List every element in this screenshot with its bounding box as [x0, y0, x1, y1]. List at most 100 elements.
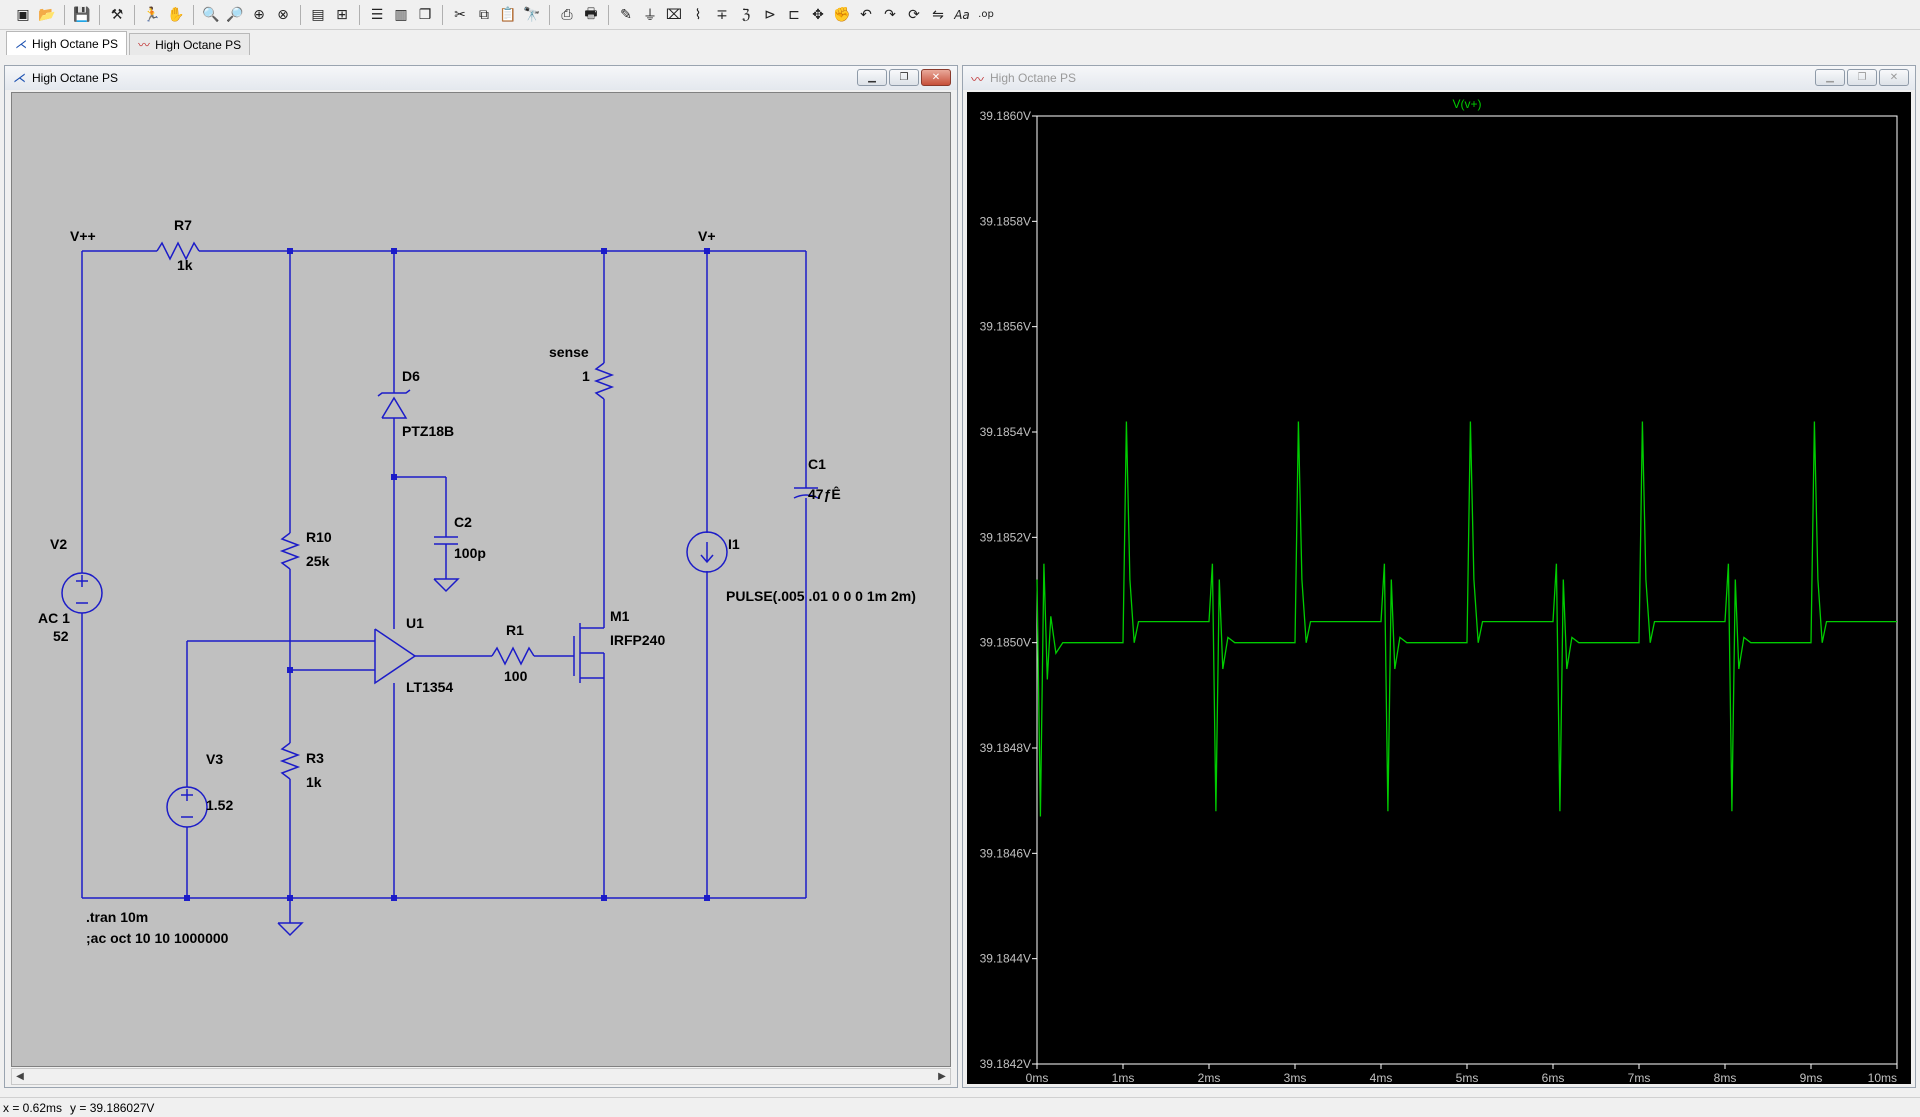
x-tick-label: 9ms — [1800, 1071, 1823, 1084]
close-button[interactable]: ✕ — [921, 69, 951, 86]
print-setup-icon[interactable]: ⎙ — [561, 6, 573, 23]
x-tick-label: 2ms — [1198, 1071, 1221, 1084]
spice-directive-icon[interactable]: .op — [978, 9, 994, 20]
close-button[interactable]: ✕ — [1879, 69, 1909, 86]
schematic-window-titlebar[interactable]: ⋌ High Octane PS ▁ ❐ ✕ — [5, 66, 957, 90]
component-value-r7: 1k — [177, 257, 193, 273]
cascade-icon[interactable]: ❐ — [418, 6, 432, 23]
copy-icon[interactable]: ⧉ — [479, 6, 489, 23]
component-label-r3: R3 — [306, 750, 324, 766]
minimize-button[interactable]: ▁ — [1815, 69, 1845, 86]
tile-horizontal-icon[interactable]: ☰ — [370, 6, 384, 23]
y-tick-label: 39.1852V — [980, 530, 1031, 544]
schematic-canvas[interactable]: V++ V+ R7 1k D6 PTZ18B C2 100p sense 1 C… — [11, 92, 951, 1067]
capacitor-icon[interactable]: ∓ — [716, 6, 728, 23]
component-value-m1: IRFP240 — [610, 632, 665, 648]
scroll-right-icon[interactable]: ▶ — [938, 1071, 946, 1082]
new-schematic-icon[interactable]: ▣ — [16, 6, 30, 23]
component-label-sense: sense — [549, 344, 589, 360]
window-controls: ▁ ❐ ✕ — [1815, 69, 1909, 86]
y-tick-label: 39.1846V — [980, 846, 1031, 860]
toolbar-separator — [300, 4, 301, 25]
spice-directive-tran: .tran 10m — [86, 909, 148, 925]
maximize-button[interactable]: ❐ — [1847, 69, 1877, 86]
tile-vertical-icon[interactable]: ▥ — [394, 6, 408, 23]
component-value-r10: 25k — [306, 553, 330, 569]
net-label-vpp: V++ — [70, 228, 96, 244]
waveform-window-titlebar[interactable]: 〰 High Octane PS ▁ ❐ ✕ — [963, 66, 1915, 90]
component-label-c1: C1 — [808, 456, 826, 472]
paste-icon[interactable]: 📋 — [499, 6, 517, 23]
open-icon[interactable]: 📂 — [38, 6, 56, 23]
plot-frame — [1036, 115, 1898, 1065]
tab-schematic[interactable]: ⋌ High Octane PS — [6, 31, 128, 55]
component-value-v2: 52 — [53, 628, 69, 644]
toolbar-separator — [359, 4, 360, 25]
x-tick-label: 8ms — [1714, 1071, 1737, 1084]
inductor-icon[interactable]: ℨ — [741, 6, 751, 23]
rotate-icon[interactable]: ⟳ — [908, 6, 920, 23]
zoom-in-icon[interactable]: 🔍 — [202, 6, 220, 23]
grid-icon[interactable]: ⊞ — [336, 6, 348, 23]
y-tick-label: 39.1848V — [980, 741, 1031, 755]
component-icon[interactable]: ⊏ — [788, 6, 800, 23]
status-bar: x = 0.62ms y = 39.186027V — [0, 1097, 1920, 1117]
maximize-button[interactable]: ❐ — [889, 69, 919, 86]
component-label-c2: C2 — [454, 514, 472, 530]
zoom-out-icon[interactable]: 🔎 — [226, 6, 244, 23]
print-icon[interactable]: 🖶 — [584, 5, 598, 22]
waveform-chart: 39.1860V39.1858V39.1856V39.1854V39.1852V… — [980, 97, 1898, 1085]
component-label-i1: I1 — [728, 536, 740, 552]
toolbar-separator — [549, 4, 550, 25]
x-tick-label: 0ms — [1026, 1071, 1049, 1084]
horizontal-scrollbar[interactable]: ◀ ▶ — [11, 1068, 951, 1085]
component-label-r1: R1 — [506, 622, 524, 638]
tab-label: High Octane PS — [155, 37, 242, 52]
y-tick-label: 39.1842V — [980, 1057, 1031, 1071]
label-icon[interactable]: ⌧ — [665, 6, 683, 23]
component-value-sense: 1 — [582, 368, 590, 384]
diode-icon[interactable]: ⊳ — [764, 6, 776, 23]
resistor-icon[interactable]: ⌇ — [694, 6, 702, 23]
scroll-left-icon[interactable]: ◀ — [16, 1071, 24, 1082]
autorange-icon[interactable]: ▤ — [311, 6, 325, 23]
minimize-button[interactable]: ▁ — [857, 69, 887, 86]
redo-icon[interactable]: ↷ — [884, 6, 896, 23]
control-panel-icon[interactable]: ⚒ — [110, 6, 124, 23]
component-label-v2: V2 — [50, 536, 67, 552]
x-tick-label: 4ms — [1370, 1071, 1393, 1084]
series-legend-label: V(v+) — [1452, 97, 1481, 111]
undo-icon[interactable]: ↶ — [860, 6, 872, 23]
mirror-icon[interactable]: ⇋ — [932, 6, 944, 23]
find-icon[interactable]: 🔭 — [523, 6, 541, 23]
schematic-icon: ⋌ — [13, 70, 26, 86]
y-tick-label: 39.1854V — [980, 425, 1031, 439]
cut-icon[interactable]: ✂ — [454, 6, 466, 23]
component-value-r3: 1k — [306, 774, 322, 790]
run-icon[interactable]: 🏃 — [143, 6, 161, 23]
wire-icon[interactable]: ✎ — [620, 6, 632, 23]
component-label-u1: U1 — [406, 615, 424, 631]
schematic-window: ⋌ High Octane PS ▁ ❐ ✕ — [4, 65, 958, 1088]
waveform-icon: 〰 — [971, 72, 985, 88]
halt-icon[interactable]: ✋ — [167, 6, 185, 23]
y-tick-label: 39.1850V — [980, 636, 1031, 650]
text-icon[interactable]: Aa — [954, 7, 970, 22]
cursor-x-readout: x = 0.62ms — [3, 1100, 63, 1115]
y-tick-label: 39.1844V — [980, 952, 1031, 966]
window-title: High Octane PS — [990, 71, 1077, 85]
toolbar-separator — [64, 4, 65, 25]
tab-waveform[interactable]: 〰 High Octane PS — [129, 33, 251, 55]
drag-icon[interactable]: ✊ — [833, 6, 851, 23]
move-icon[interactable]: ✥ — [812, 6, 824, 23]
zoom-cancel-icon[interactable]: ⊗ — [277, 6, 289, 23]
zoom-fit-icon[interactable]: ⊕ — [253, 6, 265, 23]
window-title: High Octane PS — [32, 71, 119, 85]
toolbar-separator — [193, 4, 194, 25]
toolbar-separator — [134, 4, 135, 25]
save-icon[interactable]: 💾 — [73, 6, 91, 23]
net-label-vp: V+ — [698, 228, 716, 244]
ground-icon[interactable]: ⏚ — [643, 7, 657, 24]
document-tabs: ⋌ High Octane PS 〰 High Octane PS — [0, 31, 1920, 55]
